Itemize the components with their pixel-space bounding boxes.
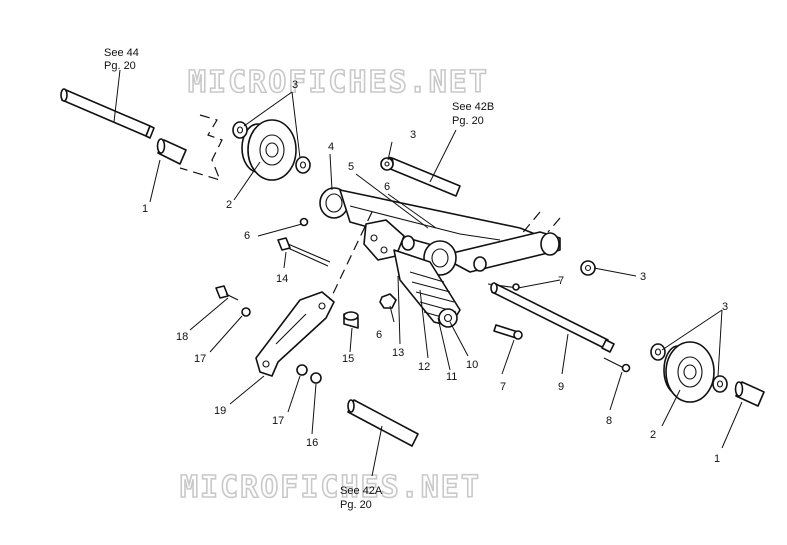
callout-11: 11	[446, 371, 457, 383]
callout-18: 18	[176, 331, 188, 343]
callout-7-upper: 7	[558, 275, 564, 287]
callout-9: 9	[558, 381, 564, 393]
assembly-line-arm	[329, 211, 373, 301]
upper-left-shaft	[60, 88, 155, 139]
lower-front-shaft	[347, 399, 419, 447]
washer-17-upper	[241, 307, 251, 317]
bolt-18	[215, 285, 239, 301]
assembly-line-right-2	[547, 217, 561, 233]
lower-right-idler-wheel	[663, 341, 715, 403]
nut-16	[310, 372, 322, 384]
callout-15: 15	[342, 353, 354, 365]
nut-6-lower	[379, 293, 397, 309]
callout-14: 14	[276, 273, 288, 285]
washer-3-right	[580, 260, 596, 276]
lower-right-sleeve	[734, 381, 765, 407]
callout-16: 16	[306, 437, 318, 449]
upper-left-idler-wheel	[241, 119, 297, 181]
washer-lr-2	[712, 375, 728, 393]
callout-1-ul: 1	[142, 203, 148, 215]
callout-2-lr: 2	[650, 429, 656, 441]
callout-7-lower: 7	[500, 381, 506, 393]
watermark-bottom: MICROFICHES.NET	[180, 470, 481, 505]
callout-2-ul: 2	[226, 199, 232, 211]
long-axle-9	[490, 282, 615, 353]
main-arm-assembly	[319, 187, 561, 276]
bolt-14	[277, 237, 331, 267]
leader-lines	[113, 69, 743, 477]
ref-see42b-line1: See 42B	[452, 101, 494, 113]
callout-6-lower: 6	[376, 329, 382, 341]
callout-3-ul: 3	[292, 79, 298, 91]
shock-absorber	[393, 249, 461, 328]
callout-6-left: 6	[244, 230, 250, 242]
callout-4: 4	[328, 141, 334, 153]
upper-left-sleeve	[156, 138, 187, 165]
bushing-15	[343, 311, 359, 329]
callout-3-upper: 3	[410, 129, 416, 141]
upper-rear-shaft	[386, 156, 461, 197]
callout-3-right: 3	[640, 271, 646, 283]
callout-12: 12	[418, 361, 430, 373]
ref-see44-line1: See 44	[104, 47, 139, 59]
washer-ul-2	[295, 156, 311, 174]
assembly-line-ul	[179, 114, 223, 181]
callout-13: 13	[392, 347, 404, 359]
ref-see42a-line2: Pg. 20	[340, 499, 372, 511]
assembly-line-right	[519, 211, 541, 237]
ref-see42b-line2: Pg. 20	[452, 115, 484, 127]
callout-17-lower: 17	[272, 415, 284, 427]
callout-10: 10	[466, 359, 478, 371]
ref-see42a-line1: See 42A	[340, 485, 383, 497]
washer-17-lower	[296, 364, 308, 376]
callout-19: 19	[214, 405, 226, 417]
callout-numbers: 1 1 2 2 3 3 3 3 4 5 6 6 6 7 7 8 9 10 11 …	[142, 79, 728, 465]
callout-8: 8	[606, 415, 612, 427]
link-arm-19	[255, 291, 335, 377]
washer-lr-1	[650, 343, 666, 361]
washer-ul-1	[232, 121, 248, 139]
callout-5: 5	[348, 161, 354, 173]
callout-6-upper: 6	[384, 181, 390, 193]
bolt-8	[603, 357, 631, 373]
callout-3-lr: 3	[722, 301, 728, 313]
ref-see44-line2: Pg. 20	[104, 60, 136, 72]
nut-6-upper	[299, 217, 309, 227]
callout-17-upper: 17	[194, 353, 206, 365]
bolt-7-lower	[493, 324, 523, 340]
washer-upper-3	[380, 157, 394, 171]
watermark-top: MICROFICHES.NET	[188, 65, 489, 100]
callout-1-lr: 1	[714, 453, 720, 465]
